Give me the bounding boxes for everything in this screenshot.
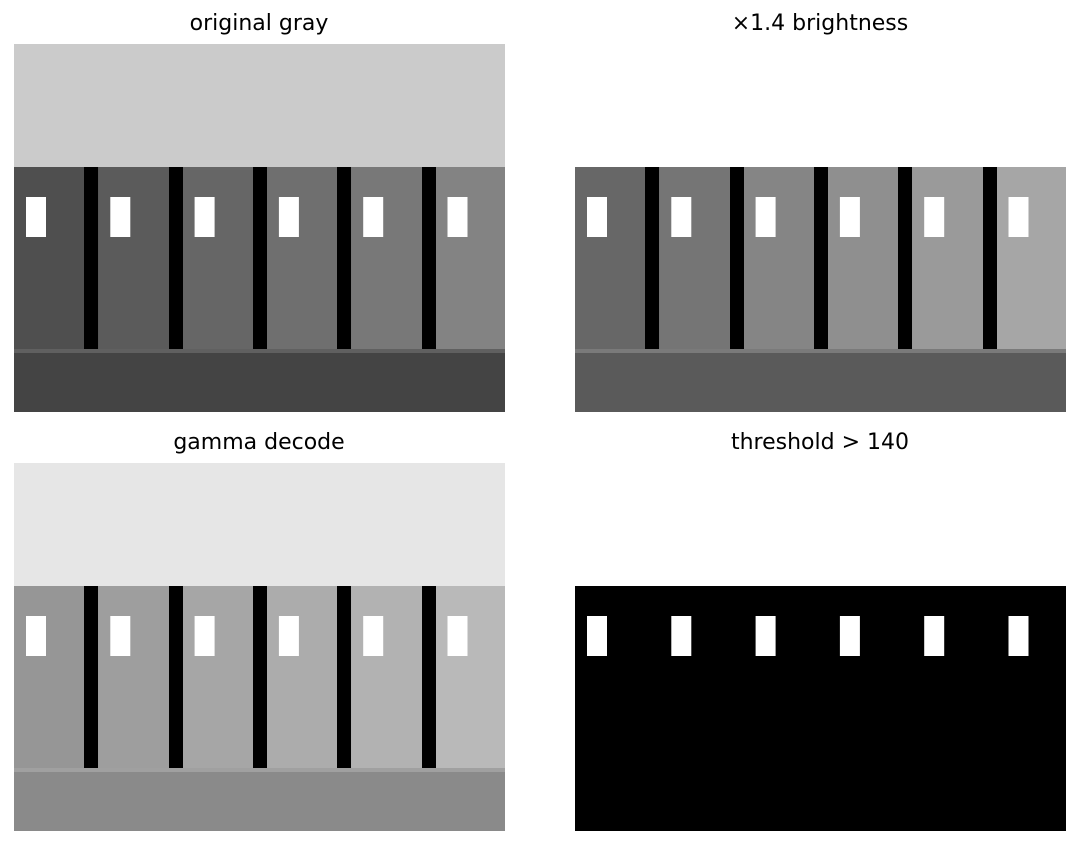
window — [110, 616, 131, 656]
ground-edge — [14, 349, 505, 353]
pillar — [898, 586, 912, 768]
window — [363, 616, 384, 656]
pillar — [422, 167, 436, 349]
pillar — [983, 167, 997, 349]
pillar — [983, 586, 997, 768]
pillar — [169, 167, 183, 349]
pillar — [337, 167, 351, 349]
pillar — [814, 586, 828, 768]
window — [26, 197, 46, 237]
ground-edge — [575, 349, 1066, 353]
building-column — [996, 586, 1066, 768]
window — [363, 197, 384, 237]
pillar — [898, 167, 912, 349]
ground — [575, 353, 1066, 412]
window — [755, 197, 776, 237]
window — [110, 197, 131, 237]
sky-band — [14, 44, 505, 167]
window — [671, 616, 692, 656]
pillar — [814, 167, 828, 349]
pillar — [645, 167, 659, 349]
pillar — [84, 586, 98, 768]
ground — [14, 353, 505, 412]
building-column — [435, 586, 505, 768]
panel-title-original-gray: original gray — [189, 11, 329, 36]
sky-band — [14, 463, 505, 586]
pillar — [645, 586, 659, 768]
window — [447, 197, 468, 237]
sky-band — [575, 463, 1066, 586]
panel-title-threshold: threshold > 140 — [730, 430, 910, 455]
pillar — [84, 167, 98, 349]
pillar — [730, 167, 744, 349]
window — [447, 616, 468, 656]
building-column — [996, 167, 1066, 349]
window — [278, 197, 299, 237]
window — [755, 616, 776, 656]
window — [194, 616, 215, 656]
window — [839, 197, 860, 237]
window — [1008, 616, 1029, 656]
window — [278, 616, 299, 656]
window — [924, 616, 945, 656]
ground-edge — [14, 768, 505, 772]
window — [839, 616, 860, 656]
pillar — [730, 586, 744, 768]
image-original-gray — [14, 44, 505, 412]
panel-title-brightness: ×1.4 brightness — [731, 11, 909, 36]
image-gamma-decode — [14, 463, 505, 831]
ground-edge — [575, 768, 1066, 772]
image-threshold — [575, 463, 1066, 831]
panel-title-gamma-decode: gamma decode — [173, 430, 345, 455]
window — [1008, 197, 1029, 237]
pillar — [253, 586, 267, 768]
pillar — [169, 586, 183, 768]
ground — [14, 772, 505, 831]
building-column — [435, 167, 505, 349]
window — [671, 197, 692, 237]
ground — [575, 772, 1066, 831]
window — [587, 616, 607, 656]
pillar — [253, 167, 267, 349]
window — [26, 616, 46, 656]
window — [587, 197, 607, 237]
pillar — [337, 586, 351, 768]
sky-band — [575, 44, 1066, 167]
window — [194, 197, 215, 237]
pillar — [422, 586, 436, 768]
image-brightness — [575, 44, 1066, 412]
window — [924, 197, 945, 237]
